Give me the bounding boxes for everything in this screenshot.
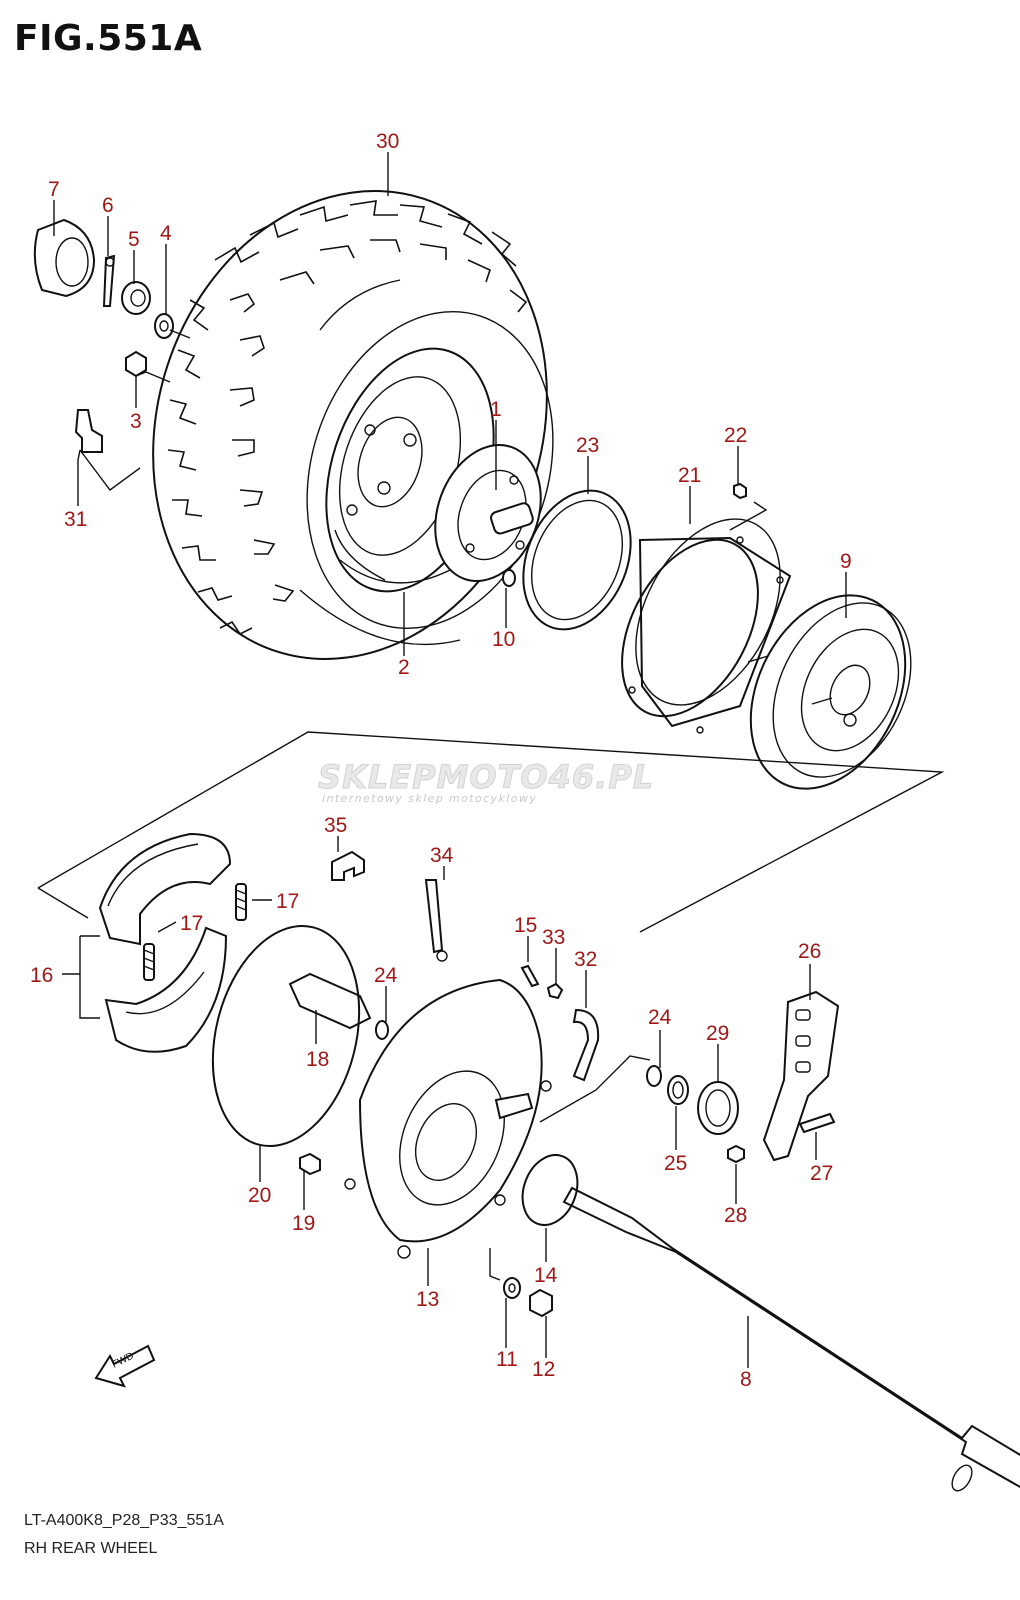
breather-clip[interactable] bbox=[424, 879, 448, 962]
wheel-nut[interactable] bbox=[125, 350, 147, 378]
brake-shoe-upper[interactable] bbox=[98, 832, 232, 946]
brake-shoe-lower[interactable] bbox=[104, 926, 228, 1053]
figure-name: RH REAR WHEEL bbox=[24, 1540, 158, 1557]
callout-20: 20 bbox=[248, 1184, 271, 1207]
hub-cap[interactable] bbox=[33, 218, 96, 298]
watermark: SKLEPMOTO46.PL internetowy sklep motocyk… bbox=[317, 758, 655, 806]
tire-valve[interactable] bbox=[74, 409, 103, 453]
callout-29: 29 bbox=[706, 1022, 729, 1045]
callout-25: 25 bbox=[664, 1152, 687, 1175]
callout-7: 7 bbox=[48, 178, 60, 201]
o-ring[interactable] bbox=[502, 569, 516, 587]
callout-27: 27 bbox=[810, 1162, 833, 1185]
washer[interactable] bbox=[154, 313, 174, 339]
castle-nut[interactable] bbox=[121, 281, 151, 315]
callout-21: 21 bbox=[678, 464, 701, 487]
watermark-text: SKLEPMOTO46.PL bbox=[317, 758, 655, 797]
callout-34: 34 bbox=[430, 844, 454, 867]
callout-6: 6 bbox=[102, 194, 114, 217]
assembly-outline bbox=[37, 731, 945, 933]
seal-ring[interactable] bbox=[504, 475, 651, 646]
figure-title: FIG.551A bbox=[14, 18, 203, 59]
rear-axle[interactable] bbox=[562, 1186, 1020, 1494]
arm-bolt[interactable] bbox=[798, 1112, 836, 1134]
callout-24a: 24 bbox=[374, 964, 398, 987]
panel-bolt[interactable] bbox=[299, 1152, 321, 1176]
callout-22: 22 bbox=[724, 424, 747, 447]
callout-16: 16 bbox=[30, 964, 53, 987]
callout-5: 5 bbox=[128, 228, 140, 251]
callout-26: 26 bbox=[798, 940, 821, 963]
brake-camshaft[interactable] bbox=[288, 972, 372, 1030]
callout-24b: 24 bbox=[648, 1006, 672, 1029]
callout-19: 19 bbox=[292, 1212, 315, 1235]
callout-33: 33 bbox=[542, 926, 565, 949]
callout-31: 31 bbox=[64, 508, 87, 531]
cable-clamp[interactable] bbox=[331, 850, 365, 881]
callout-13: 13 bbox=[416, 1288, 439, 1311]
arm-seal[interactable] bbox=[667, 1075, 689, 1105]
callout-35: 35 bbox=[324, 814, 347, 837]
arm-o-ring[interactable] bbox=[646, 1065, 662, 1087]
brake-drum[interactable] bbox=[720, 570, 938, 815]
callout-2: 2 bbox=[398, 656, 410, 679]
callout-1: 1 bbox=[490, 398, 502, 421]
callout-12: 12 bbox=[532, 1358, 555, 1381]
pin[interactable] bbox=[520, 964, 540, 988]
wheel-hub[interactable] bbox=[417, 430, 559, 596]
callout-18: 18 bbox=[306, 1048, 329, 1071]
washer-small[interactable] bbox=[503, 1277, 521, 1299]
brake-panel[interactable] bbox=[344, 978, 552, 1259]
callout-17a: 17 bbox=[276, 890, 299, 913]
callout-11: 11 bbox=[496, 1348, 518, 1371]
callout-8: 8 bbox=[740, 1368, 752, 1391]
leader-lines bbox=[53, 152, 847, 1368]
arm-nut[interactable] bbox=[727, 1144, 745, 1164]
figure-code: LT-A400K8_P28_P33_551A bbox=[24, 1512, 224, 1529]
callout-17b: 17 bbox=[180, 912, 203, 935]
callout-3: 3 bbox=[130, 410, 142, 433]
axle-o-ring[interactable] bbox=[513, 1147, 586, 1232]
callout-numbers: 30 7 6 5 4 3 31 1 2 10 23 22 21 9 35 34 … bbox=[30, 130, 852, 1391]
drain-bolt[interactable] bbox=[529, 1288, 553, 1318]
callout-4: 4 bbox=[160, 222, 172, 245]
callout-15: 15 bbox=[514, 914, 537, 937]
cam-o-ring[interactable] bbox=[375, 1020, 389, 1040]
callout-23: 23 bbox=[576, 434, 599, 457]
callout-14: 14 bbox=[534, 1264, 558, 1287]
return-spring[interactable] bbox=[697, 1081, 739, 1135]
panel-seal-ring[interactable] bbox=[191, 910, 381, 1161]
callout-9: 9 bbox=[840, 550, 852, 573]
brake-arm[interactable] bbox=[762, 990, 840, 1162]
callout-30: 30 bbox=[376, 130, 399, 153]
drum-cover[interactable] bbox=[594, 495, 810, 740]
fwd-arrow-icon: FWD bbox=[94, 1344, 156, 1388]
cotter-pin[interactable] bbox=[102, 254, 116, 307]
callout-10: 10 bbox=[492, 628, 515, 651]
callout-32: 32 bbox=[574, 948, 597, 971]
callout-28: 28 bbox=[724, 1204, 747, 1227]
brake-spring-upper[interactable] bbox=[235, 883, 247, 921]
brake-spring-lower[interactable] bbox=[143, 943, 155, 981]
cover-bolt[interactable] bbox=[733, 482, 747, 500]
breather-hose[interactable] bbox=[572, 1008, 600, 1082]
hose-clamp[interactable] bbox=[546, 982, 564, 1000]
watermark-subtitle: internetowy sklep motocyklowy bbox=[322, 792, 538, 805]
